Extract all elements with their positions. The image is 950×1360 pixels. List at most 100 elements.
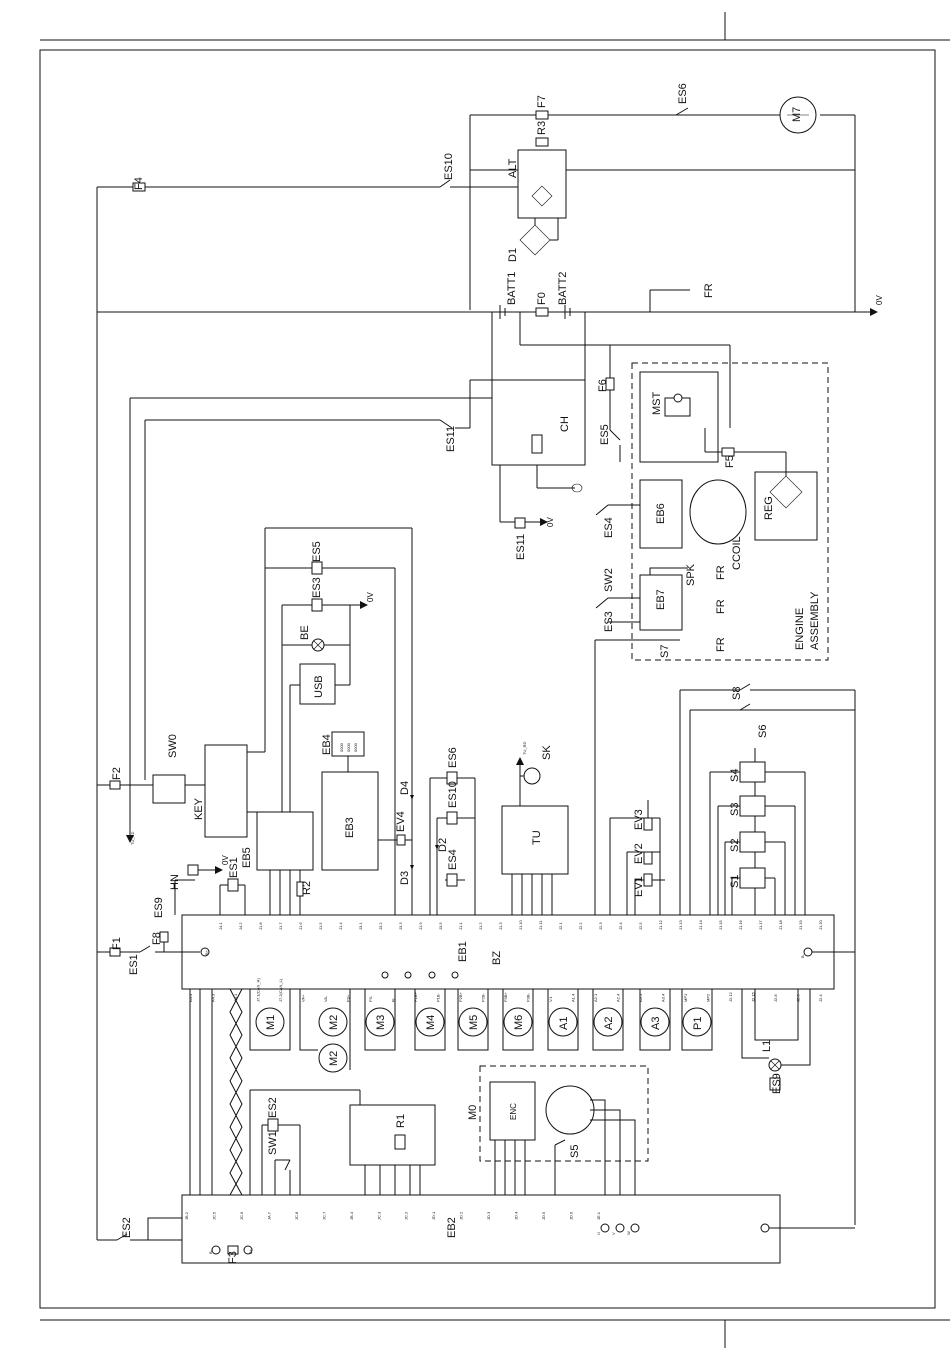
alt-box	[517, 149, 567, 219]
valve-ev3	[643, 817, 653, 831]
label-f5: F5	[724, 455, 736, 468]
label-eb3: EB3	[344, 817, 356, 838]
label-es3-eng: ES3	[603, 611, 615, 632]
label-0v-es11: 0V	[546, 517, 555, 527]
eb1-bottom-pin-26: J2.8	[773, 994, 778, 1002]
switch-s1	[739, 867, 766, 889]
key-switch-box	[204, 744, 248, 838]
label-eb4: EB4	[321, 734, 333, 755]
switch-es11-top	[439, 419, 453, 429]
switch-sw1	[284, 1159, 291, 1171]
eb1-bottom-pin-20: A3.1	[638, 993, 643, 1002]
label-fr-eb6: FR	[715, 565, 727, 580]
switch-bank-s	[679, 683, 855, 915]
motor-m2b	[318, 1043, 348, 1073]
eb3-box	[321, 771, 379, 871]
label-term-bminus-2: B-	[208, 1249, 213, 1254]
eb1-bottom-pin-6: VA-	[323, 995, 328, 1002]
switch-s3	[739, 795, 766, 817]
label-es2-left: ES2	[121, 1217, 133, 1238]
switch-es6-mid	[446, 771, 458, 785]
actuator-a3	[640, 1007, 670, 1037]
resistor-r3	[535, 137, 549, 147]
eb1-top-pin-23: J1.13	[678, 919, 683, 930]
label-term-bminus-1: B-	[800, 953, 805, 958]
eb1-top-pin-2: J1.8	[258, 922, 263, 930]
fuse-f7	[535, 110, 549, 120]
label-0v-hn: 0V	[221, 855, 230, 865]
fuse-f3	[227, 1245, 239, 1255]
label-eb4-digits-2: 0000	[346, 742, 351, 752]
motor-m1	[255, 1007, 285, 1037]
reg-box	[754, 471, 818, 541]
label-a1: A1	[558, 1017, 570, 1030]
label-m6: M6	[513, 1015, 525, 1030]
switch-es10-top	[439, 179, 451, 188]
switch-es1-left	[139, 945, 151, 953]
eb1-top-pin-21: J2.5	[638, 922, 643, 930]
eb2-pin-8: JC.2	[404, 1211, 409, 1220]
label-f0: F0	[536, 292, 548, 305]
label-m1: M1	[265, 1015, 277, 1030]
label-usb: USB	[313, 675, 325, 698]
label-engine: ENGINE	[794, 608, 806, 650]
label-s3: S3	[729, 803, 741, 816]
label-0v-es3: 0V	[366, 592, 375, 602]
eb1-bottom-pin-7: P3+	[346, 994, 351, 1002]
horn-hn	[187, 864, 199, 876]
switch-es9-right	[769, 1077, 781, 1091]
eb2-pin-3: JA.7	[266, 1211, 271, 1220]
fuse-f0	[535, 307, 549, 317]
label-es3-mid: ES3	[311, 577, 323, 598]
terminal-b-minus-eb1	[803, 947, 813, 957]
speaker-sk	[523, 767, 541, 785]
switch-s5	[554, 1139, 566, 1146]
eb1-bottom-pin-8: P3-	[368, 995, 373, 1002]
valve-ev2	[643, 851, 653, 865]
sw0-box	[152, 774, 186, 804]
label-es11-bot: ES11	[515, 534, 527, 560]
label-eb4-digits-1: 0000	[339, 742, 344, 752]
eb2-pin-7: JC.3	[376, 1211, 381, 1220]
valve-ev1	[643, 873, 653, 887]
eb1-top-pin-10: J1.9	[418, 922, 423, 930]
charger-ch-section	[126, 379, 586, 843]
label-fr-s7: FR	[715, 637, 727, 652]
eb1-board	[97, 690, 856, 1225]
label-s6: S6	[757, 725, 769, 738]
resistor-r1	[394, 1134, 406, 1150]
label-tu: TU	[531, 830, 543, 845]
eb1-bottom-pin-12: P2B+	[458, 991, 463, 1002]
eb1-top-pin-12: J1.1	[458, 922, 463, 930]
switch-es3-mid	[311, 598, 323, 612]
switch-es2-left	[116, 1233, 128, 1241]
eb1-top-pin-19: J2.3	[598, 922, 603, 930]
eb1-top-pin-18: J2.2	[578, 922, 583, 930]
eb5-box	[256, 811, 314, 871]
label-f1: F1	[111, 937, 123, 950]
label-alt: ALT	[507, 158, 519, 178]
label-s7: S7	[659, 645, 671, 658]
middle-section	[264, 527, 569, 915]
eb2-board	[96, 960, 855, 1264]
eb1-top-pin-16: J1.11	[538, 920, 543, 930]
label-s4: S4	[729, 769, 741, 782]
label-eb1: EB1	[457, 941, 469, 962]
label-mst: MST	[651, 392, 663, 416]
switch-es2-mid	[267, 1118, 279, 1132]
label-a3: A3	[650, 1017, 662, 1030]
resistor-r2	[296, 881, 304, 897]
eb1-top-pin-20: J2.4	[618, 922, 623, 930]
label-es10-mid: ES10	[447, 781, 459, 808]
valve-ev4	[396, 834, 406, 846]
eb1-bottom-pin-27: J2.6	[796, 994, 801, 1002]
tu-box	[501, 805, 569, 875]
fuse-f5	[721, 447, 735, 457]
fuse-f2	[109, 780, 121, 790]
terminal-b-plus-eb2	[211, 1245, 221, 1255]
eb1-bottom-pin-22: MP1	[683, 993, 688, 1002]
label-eb6: EB6	[655, 503, 667, 524]
labels: M7 F7 ES6 R3 ALT D1 F4 ES10 BATT1 F0 BAT…	[111, 83, 884, 1264]
